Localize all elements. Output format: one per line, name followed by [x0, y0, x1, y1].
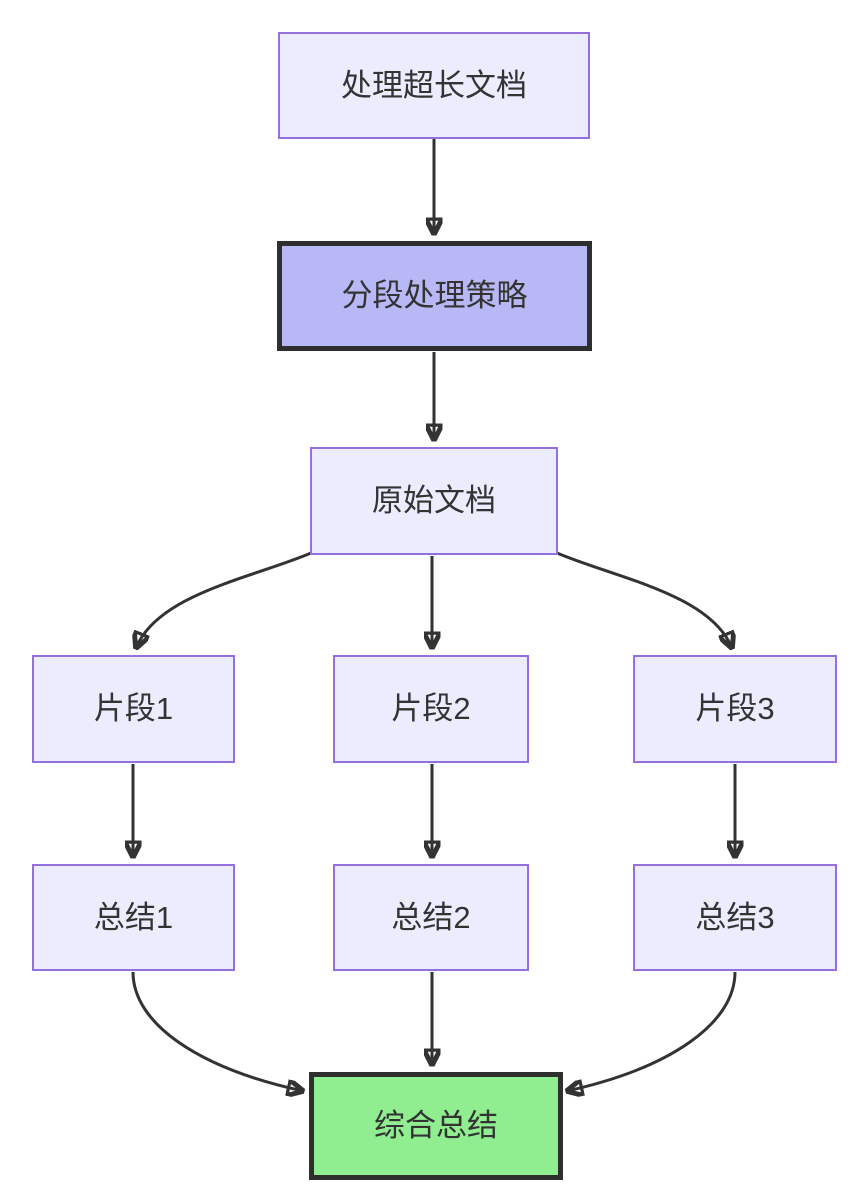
- edge-summary3-final: [567, 971, 737, 1091]
- node-final-label: 综合总结: [374, 1108, 498, 1144]
- node-chunk3-label: 片段3: [695, 691, 775, 727]
- edge-source-chunk3: [556, 551, 732, 648]
- node-chunk1: 片段1: [32, 655, 235, 763]
- node-chunk3: 片段3: [633, 655, 837, 763]
- node-start: 处理超长文档: [278, 32, 590, 139]
- node-summary1-label: 总结1: [93, 899, 174, 935]
- node-summary1: 总结1: [32, 864, 235, 971]
- edge-source-chunk1: [136, 551, 312, 648]
- node-summary3: 总结3: [633, 864, 837, 971]
- node-chunk1-label: 片段1: [93, 691, 174, 727]
- node-strategy-label: 分段处理策略: [341, 278, 528, 314]
- node-final: 综合总结: [309, 1072, 563, 1180]
- node-chunk2: 片段2: [333, 655, 529, 763]
- node-source: 原始文档: [310, 447, 558, 555]
- node-summary3-label: 总结3: [695, 899, 775, 935]
- node-summary2: 总结2: [333, 864, 529, 971]
- node-strategy: 分段处理策略: [277, 241, 592, 351]
- node-chunk2-label: 片段2: [391, 691, 471, 727]
- edge-summary1-final: [131, 971, 303, 1091]
- node-summary2-label: 总结2: [391, 899, 471, 935]
- node-source-label: 原始文档: [372, 483, 496, 519]
- node-start-label: 处理超长文档: [341, 67, 527, 103]
